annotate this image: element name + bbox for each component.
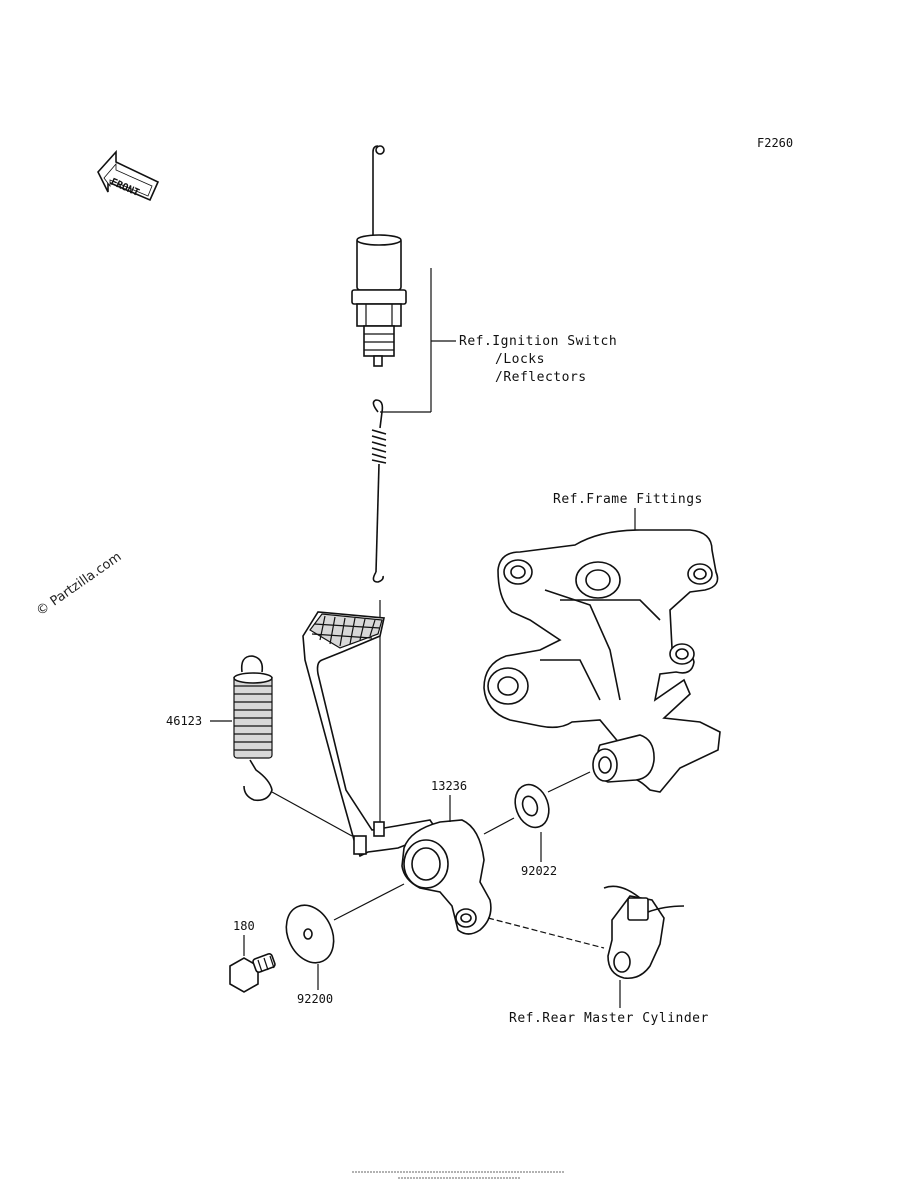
ignition-ref-line2: /Locks xyxy=(495,352,545,367)
return-spring-46123 xyxy=(233,655,273,802)
footer-fine-print xyxy=(352,1171,564,1179)
brake-pedal xyxy=(302,611,440,858)
ignition-ref-leader xyxy=(380,268,456,413)
part-number-46123: 46123 xyxy=(166,714,202,728)
ignition-ref-line1: Ref.Ignition Switch xyxy=(459,334,617,349)
watermark: © Partzilla.com xyxy=(34,549,125,619)
switch-spring xyxy=(371,399,387,583)
rear-master-cylinder xyxy=(603,885,685,980)
rear-master-ref-label: Ref.Rear Master Cylinder xyxy=(509,1011,709,1026)
pedal-pivot-13236 xyxy=(401,819,492,935)
washer-92200-axis xyxy=(333,883,405,921)
part-number-180: 180 xyxy=(233,919,255,933)
bolt-180 xyxy=(229,953,276,993)
part-number-13236: 13236 xyxy=(431,779,467,793)
washer-axis-line-b xyxy=(547,771,591,793)
part-number-92200: 92200 xyxy=(297,992,333,1006)
front-arrow-icon: FRONT xyxy=(97,149,160,202)
frame-fitting-bracket xyxy=(483,529,721,793)
ignition-ref-line3: /Reflectors xyxy=(495,370,587,385)
part-number-92022: 92022 xyxy=(521,864,557,878)
brake-light-switch xyxy=(351,145,407,367)
spring-hook-line xyxy=(271,791,353,837)
figure-id: F2260 xyxy=(757,136,793,150)
washer-axis-line-a xyxy=(483,817,515,835)
washer-92200 xyxy=(285,904,335,964)
master-cylinder-link xyxy=(487,917,605,949)
washer-92022 xyxy=(514,783,550,829)
frame-ref-label: Ref.Frame Fittings xyxy=(553,492,703,507)
